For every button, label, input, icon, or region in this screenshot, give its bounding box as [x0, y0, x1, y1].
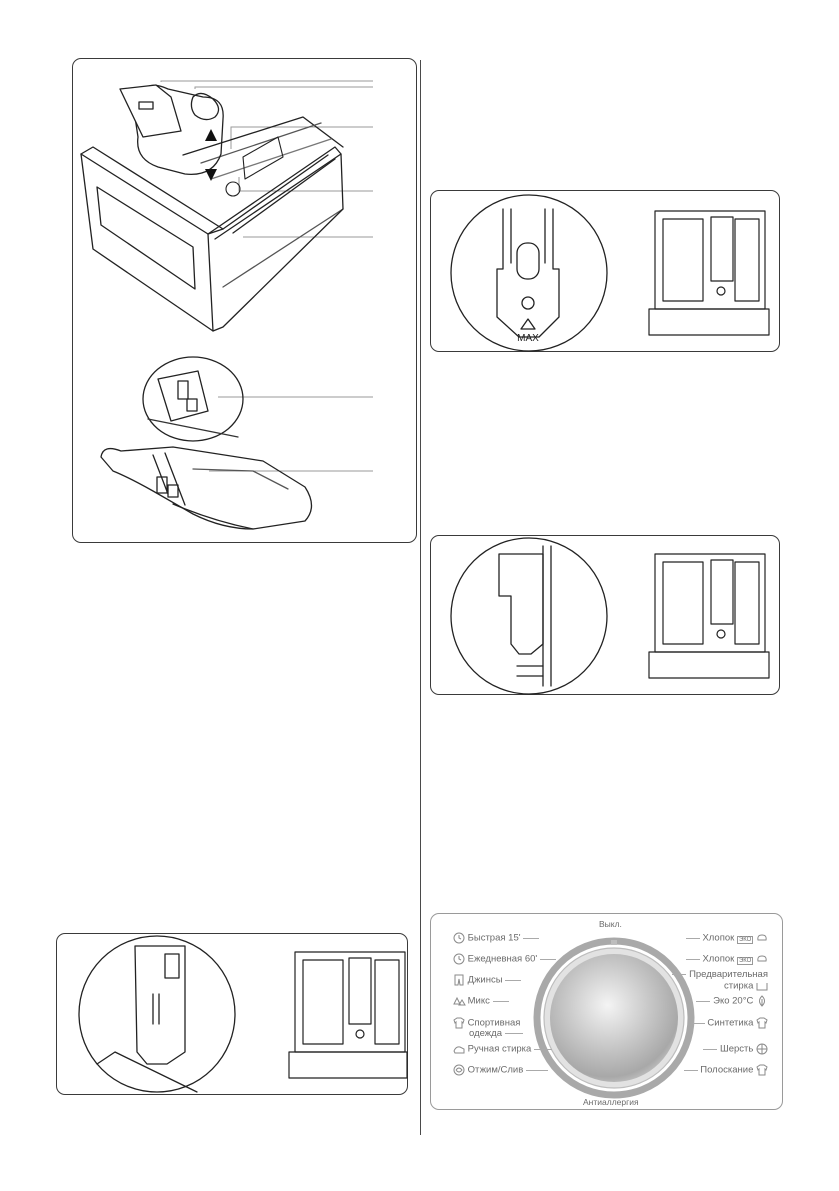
program-label-2: одежда	[469, 1028, 502, 1039]
dial-program-right: Хлопок ЭКО	[685, 953, 768, 966]
dial-program-left: Быстрая 15'	[453, 932, 540, 944]
spin-drain-icon	[453, 1064, 465, 1076]
program-label: Отжим/Слив	[467, 1064, 524, 1076]
mix-icon	[453, 996, 466, 1006]
program-label: Хлопок	[702, 953, 735, 965]
program-label: Полоскание	[700, 1064, 754, 1076]
insert-removed-figure	[56, 933, 408, 1095]
column-divider	[420, 60, 421, 1135]
program-label-2: стирка	[724, 980, 754, 992]
hand-wash-icon	[453, 1046, 465, 1054]
prewash-icon	[756, 983, 768, 991]
program-label: Джинсы	[467, 974, 503, 986]
dial-program-left: Джинсы	[453, 974, 522, 986]
cotton-eco-icon	[757, 934, 767, 941]
dial-antiallergy-label: Антиаллергия	[583, 1097, 639, 1107]
max-label: MAX	[517, 333, 539, 344]
program-label: Эко 20°C	[713, 995, 754, 1007]
dial-program-right: Хлопок ЭКО	[685, 932, 768, 945]
program-label: Хлопок	[702, 932, 735, 944]
dial-program-left: Отжим/Слив	[453, 1064, 548, 1076]
insert-side-figure	[430, 535, 780, 695]
program-label: Микс	[467, 995, 490, 1007]
dial-program-right: Эко 20°C	[696, 995, 768, 1007]
eco-leaf-icon	[759, 995, 765, 1007]
insert-removed-illustration	[78, 935, 408, 1093]
drawer-exploded-illustration	[80, 80, 373, 530]
program-label: Ежедневная 60'	[467, 953, 538, 965]
dial-program-right: Шерсть	[703, 1043, 768, 1055]
dial-program-left: Ручная стирка	[453, 1043, 552, 1055]
clock-icon	[453, 932, 465, 944]
program-label: Синтетика	[707, 1017, 754, 1029]
dial-program-right: Полоскание	[683, 1064, 768, 1076]
sportswear-icon	[453, 1017, 465, 1029]
program-label: Предварительная	[689, 969, 768, 980]
eco-badge: ЭКО	[736, 956, 754, 965]
dial-program-left: Микс	[453, 995, 509, 1007]
clock-icon	[453, 953, 465, 965]
cotton-eco-icon	[757, 955, 767, 962]
dial-off-label: Выкл.	[599, 919, 622, 929]
dial-illustration	[533, 937, 695, 1099]
program-label: Ручная стирка	[467, 1043, 532, 1055]
dial-program-left: Ежедневная 60'	[453, 953, 556, 965]
eco-badge: ЭКО	[736, 935, 754, 944]
max-level-figure: MAX	[430, 190, 780, 352]
jeans-icon	[454, 974, 464, 986]
program-label: Шерсть	[720, 1043, 754, 1055]
insert-side-illustration	[450, 537, 770, 695]
rinse-icon	[756, 1064, 768, 1076]
shirt-icon	[756, 1017, 768, 1029]
max-level-illustration: MAX	[450, 194, 770, 352]
drawer-exploded-figure	[72, 58, 417, 543]
program-dial-panel: Быстрая 15' Ежедневная 60' Джинсы Микс С…	[430, 913, 783, 1110]
program-label: Спортивная	[467, 1017, 521, 1029]
wool-ball-icon	[756, 1043, 768, 1055]
program-label: Быстрая 15'	[467, 932, 521, 944]
dial-program-right: Синтетика	[690, 1017, 768, 1029]
